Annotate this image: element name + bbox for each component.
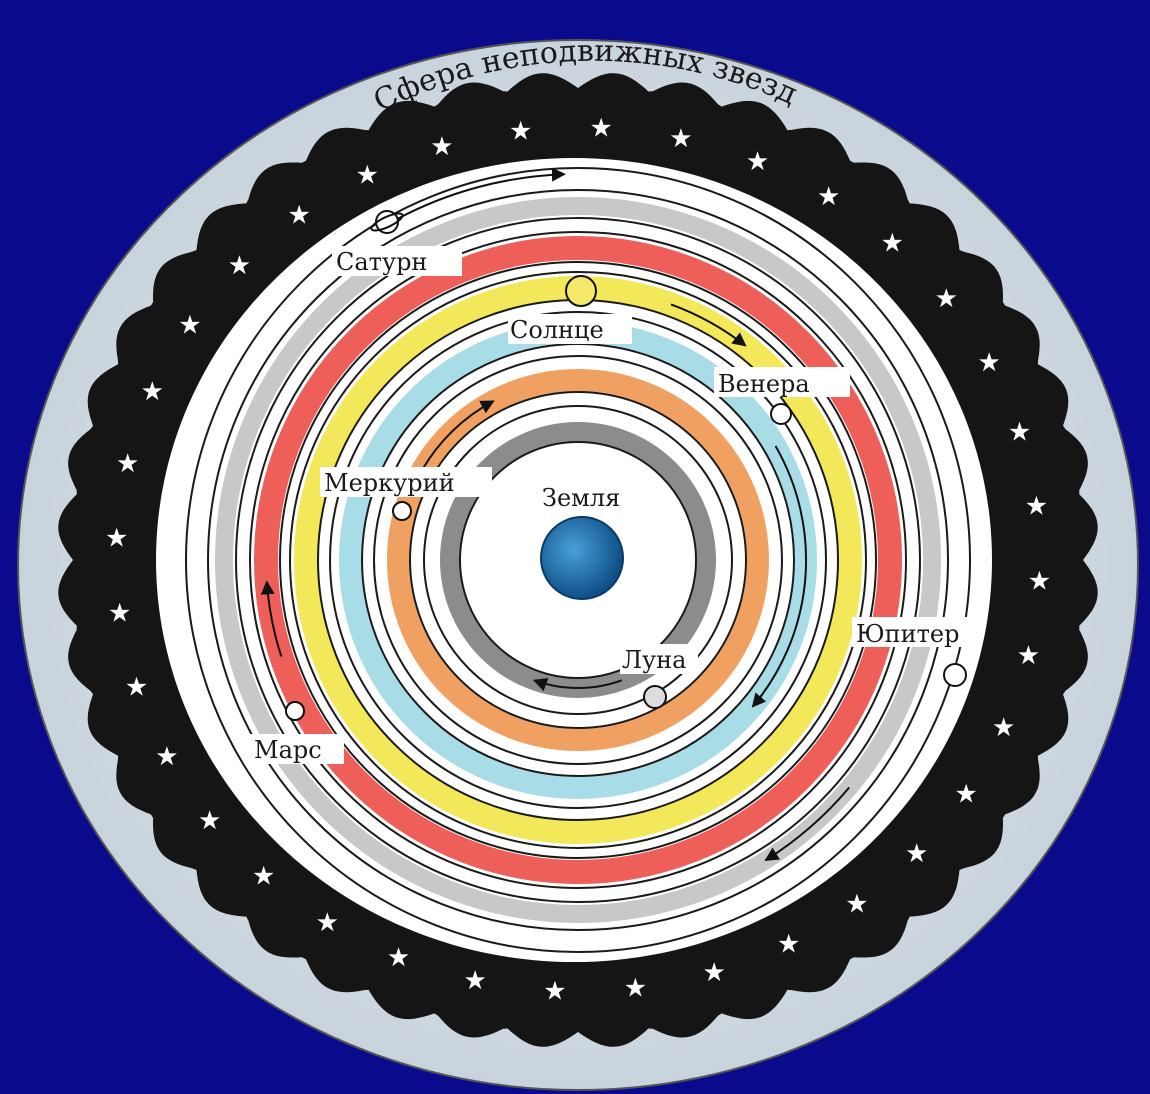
star-11: ★ <box>387 943 410 973</box>
star-26: ★ <box>509 116 532 146</box>
star-13: ★ <box>252 862 275 892</box>
mars-body <box>285 701 305 721</box>
star-22: ★ <box>228 251 251 281</box>
orbit-line-2 <box>235 217 921 903</box>
orbit-line-7 <box>329 311 827 809</box>
star-18: ★ <box>105 523 128 553</box>
star-34: ★ <box>1008 418 1031 448</box>
star-23: ★ <box>287 201 310 231</box>
stars-group: ★ ★ ★ ★ ★ ★ ★ ★ ★ ★ ★ ★ ★ ★ ★ ★ ★ ★ ★ ★ ★ ★ ★ ★ ★ ★ ★ ★ ★ ★ ★ ★ ★ ★ ★ ★ <box>105 114 1051 1007</box>
earth-label: Земля <box>542 484 620 512</box>
star-12: ★ <box>316 908 339 938</box>
mars-label: Марс <box>254 736 322 764</box>
orbit-line-9 <box>373 355 783 765</box>
star-10: ★ <box>463 966 486 996</box>
sun-label: Солнце <box>510 316 604 344</box>
jupiter-orbit <box>215 197 941 923</box>
star-30: ★ <box>817 182 840 212</box>
diagram-stage: ★★★★★★★★★★★★★★★★★★★★★★★★★★★★★★★★★★★★ Сфе… <box>10 12 1150 1094</box>
moon-body <box>643 685 667 709</box>
saturn-arrow <box>396 167 566 221</box>
star-8: ★ <box>624 974 647 1004</box>
star-1: ★ <box>1017 641 1040 671</box>
star-20: ★ <box>141 377 164 407</box>
venus-label: Венера <box>718 370 810 398</box>
saturn-ring <box>370 212 404 232</box>
star-3: ★ <box>954 779 977 809</box>
mars-orbit <box>254 236 902 884</box>
earth-globe <box>540 516 624 600</box>
orbit-line-10 <box>409 391 747 729</box>
planets-group <box>285 210 967 721</box>
orbit-arrows <box>260 167 850 862</box>
star-0: ★ <box>1028 567 1051 597</box>
jupiter-body <box>943 663 967 687</box>
geocentric-system-diagram: ★★★★★★★★★★★★★★★★★★★★★★★★★★★★★★★★★★★★ Сфе… <box>17 34 1139 1091</box>
moon-label: Луна <box>622 646 686 674</box>
mercury-orbit <box>387 369 769 751</box>
star-29: ★ <box>746 147 769 177</box>
star-25: ★ <box>430 132 453 162</box>
mercury-label: Меркурий <box>324 469 455 497</box>
jupiter-arrow <box>764 786 850 862</box>
orbit-line-5 <box>289 271 867 849</box>
moon-arrow <box>532 678 623 692</box>
star-31: ★ <box>881 228 904 258</box>
mercury-arrow <box>421 400 495 471</box>
star-14: ★ <box>198 806 221 836</box>
star-33: ★ <box>977 348 1000 378</box>
mercury-body <box>392 501 412 521</box>
orbit-line-0 <box>185 167 971 953</box>
venus-body <box>770 403 792 425</box>
saturn-orbit <box>196 178 960 942</box>
star-4: ★ <box>905 839 928 869</box>
star-2: ★ <box>992 713 1015 743</box>
orbit-line-3 <box>249 231 907 889</box>
star-32: ★ <box>935 284 958 314</box>
star-35: ★ <box>1025 491 1048 521</box>
mars-arrow <box>260 580 283 657</box>
star-24: ★ <box>356 161 379 191</box>
orbit-line-1 <box>207 189 949 931</box>
star-5: ★ <box>845 889 868 919</box>
star-27: ★ <box>589 114 612 144</box>
orbit-line-4 <box>279 261 877 859</box>
orbit-line-12 <box>459 441 697 679</box>
star-28: ★ <box>669 124 692 154</box>
sun-arrow <box>670 303 747 347</box>
star-7: ★ <box>702 958 725 988</box>
star-15: ★ <box>155 742 178 772</box>
star-9: ★ <box>543 977 566 1007</box>
star-19: ★ <box>116 449 139 479</box>
star-17: ★ <box>108 599 131 629</box>
saturn-label: Сатурн <box>336 248 427 276</box>
jupiter-label: Юпитер <box>856 620 959 648</box>
star-6: ★ <box>777 930 800 960</box>
sun-body <box>565 275 597 307</box>
star-21: ★ <box>178 311 201 341</box>
star-16: ★ <box>125 672 148 702</box>
orbit-line-11 <box>423 405 733 715</box>
body-labels: Земля Луна Меркурий Венера Солнце Марс Ю… <box>250 246 982 764</box>
venus-arrow <box>751 445 808 708</box>
